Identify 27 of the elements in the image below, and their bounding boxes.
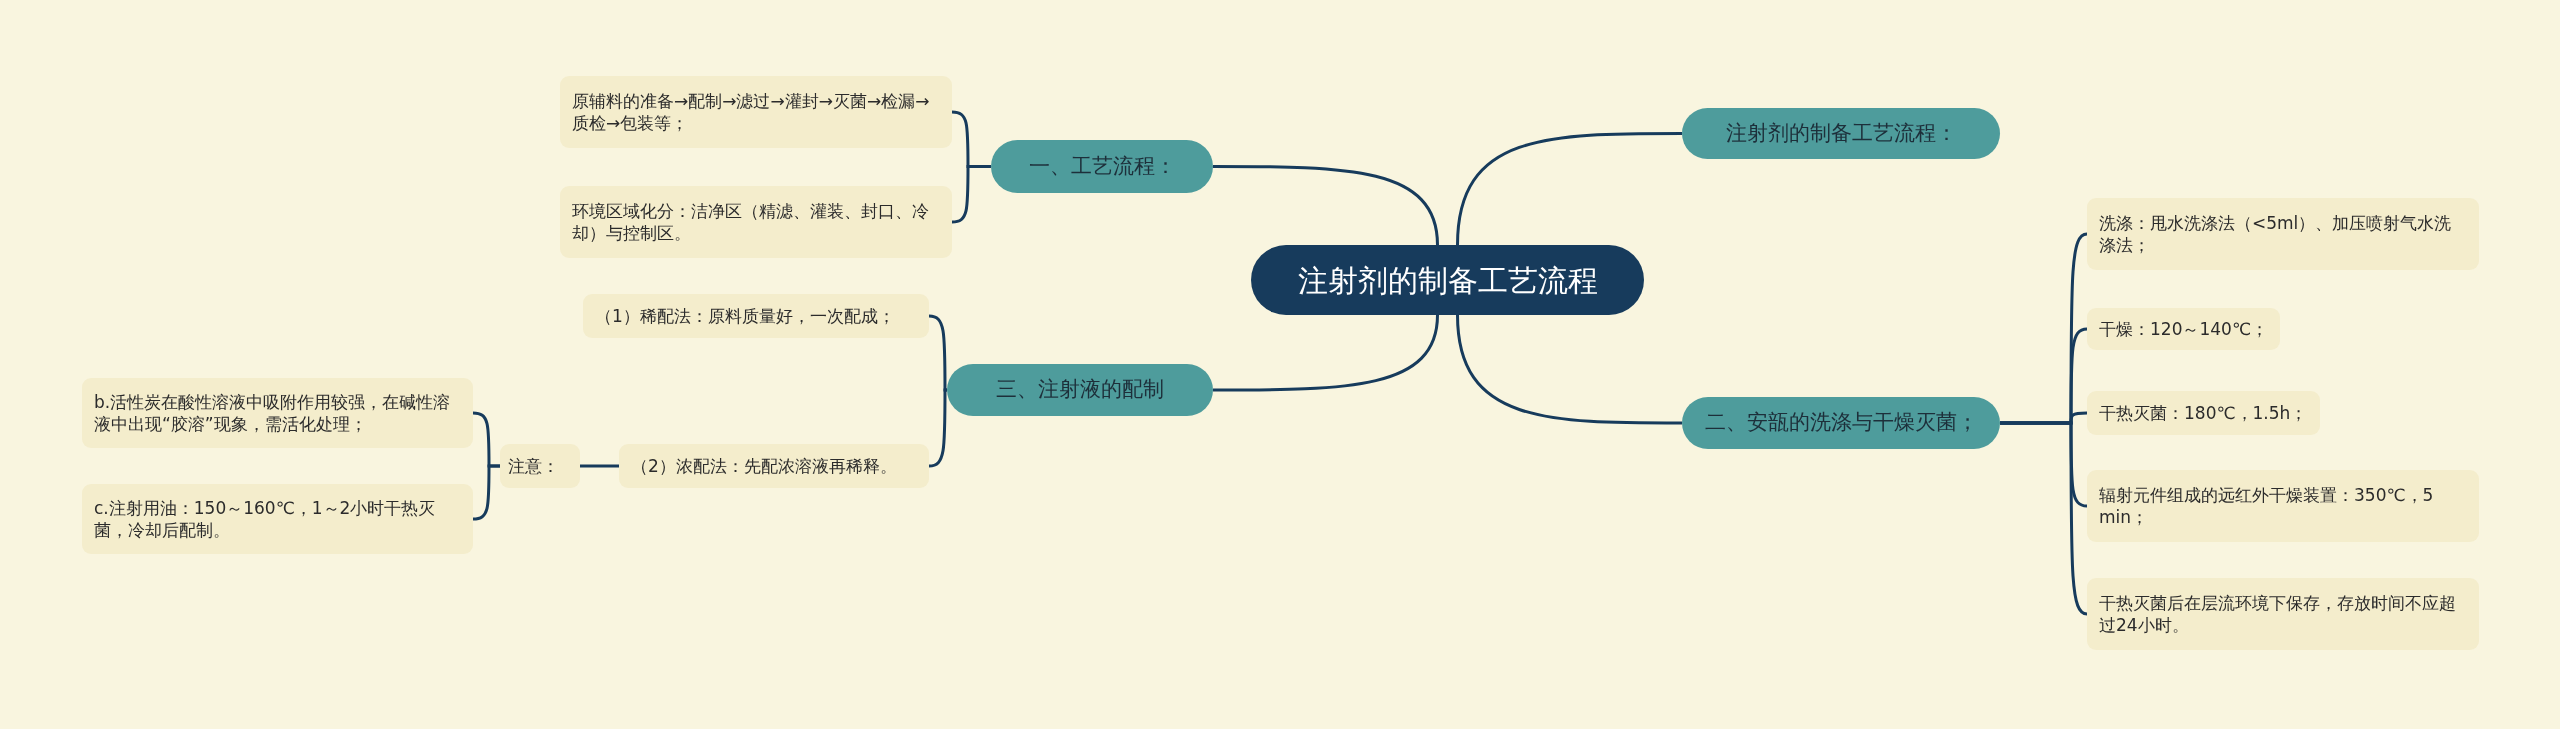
- note-box: b.活性炭在酸性溶液中吸附作用较强，在碱性溶液中出现“胶溶”现象，需活化处理；: [82, 378, 473, 448]
- note-box: 注意：: [500, 444, 580, 488]
- note-box: 干燥：120～140℃；: [2087, 308, 2280, 350]
- central-topic: 注射剂的制备工艺流程: [1251, 245, 1644, 315]
- topic-box: 二、安瓿的洗涤与干燥灭菌；: [1682, 397, 2000, 449]
- connector-line: [1456, 132, 1682, 246]
- note-box: 辐射元件组成的远红外干燥装置：350℃，5 min；: [2087, 470, 2479, 542]
- note-box: 环境区域化分：洁净区（精滤、灌装、封口、冷却）与控制区。: [560, 186, 952, 258]
- connector-line: [2000, 421, 2088, 616]
- connector-line: [928, 388, 948, 468]
- connector-line: [472, 464, 500, 521]
- connector-line: [951, 165, 991, 224]
- note-box: （2）浓配法：先配浓溶液再稀释。: [619, 444, 929, 488]
- note-box: 干热灭菌后在层流环境下保存，存放时间不应超过24小时。: [2087, 578, 2479, 650]
- note-box: （1）稀配法：原料质量好，一次配成；: [583, 294, 929, 338]
- topic-box: 注射剂的制备工艺流程：: [1682, 108, 2000, 159]
- note-box: 原辅料的准备→配制→滤过→灌封→灭菌→检漏→质检→包装等；: [560, 76, 952, 148]
- note-box: c.注射用油：150～160℃，1～2小时干热灭菌，冷却后配制。: [82, 484, 473, 554]
- connector-line: [580, 464, 619, 468]
- note-box: 干热灭菌：180℃，1.5h；: [2087, 391, 2320, 435]
- connector-line: [928, 314, 948, 392]
- connector-line: [1213, 314, 1439, 392]
- note-box: 洗涤：甩水洗涤法（<5ml）、加压喷射气水洗涤法；: [2087, 198, 2479, 270]
- connector-line: [1213, 165, 1439, 246]
- topic-box: 一、工艺流程：: [991, 140, 1213, 193]
- topic-box: 三、注射液的配制: [947, 364, 1213, 416]
- connector-line: [1456, 314, 1682, 425]
